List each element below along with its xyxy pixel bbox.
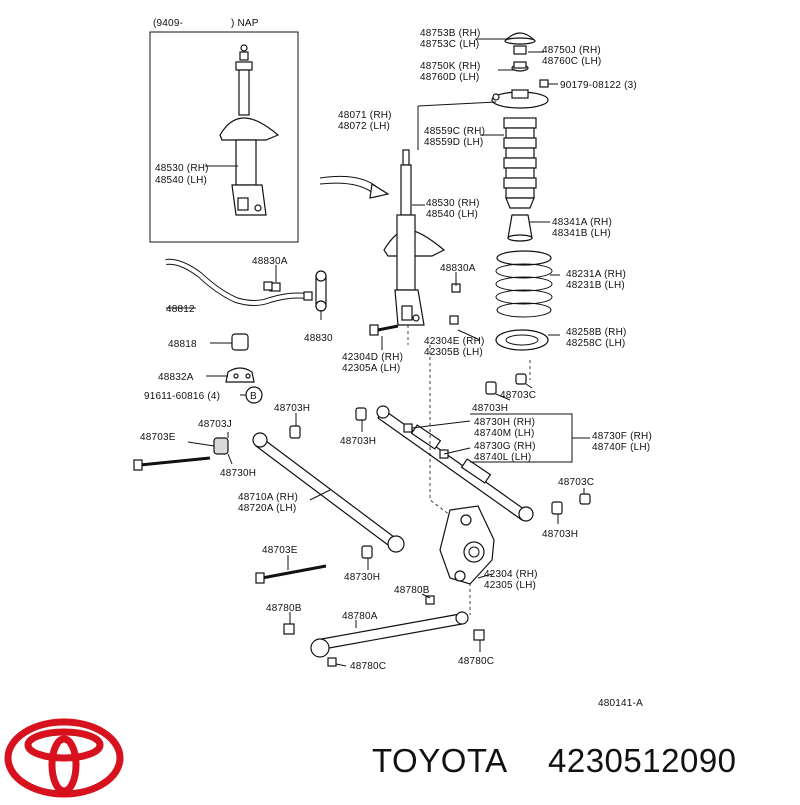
inset-title-right: ) NAP: [231, 18, 259, 29]
transfer-arrow: [319, 175, 379, 189]
brand-name: TOYOTA: [372, 742, 508, 779]
inset-title-left: (9409-: [153, 18, 183, 29]
spring-insulator: [495, 329, 549, 351]
lower-arm-48780A: [283, 611, 485, 667]
label-48830A-left: 48830A: [252, 256, 288, 267]
lateral-link-48710A: [252, 432, 405, 553]
label-48753C: 48753C (LH): [420, 39, 479, 50]
strut-bolts: [263, 281, 461, 336]
label-48740L: 48740L (LH): [474, 452, 531, 463]
strut-rod-48730G: [376, 405, 534, 522]
label-48730F: 48730F (RH): [592, 431, 652, 442]
stabilizer-bar: [165, 258, 327, 312]
inset-label-48540: 48540 (LH): [155, 175, 207, 186]
label-42305: 42305 (LH): [484, 580, 536, 591]
label-48830: 48830: [304, 333, 333, 344]
label-48231B: 48231B (LH): [566, 280, 625, 291]
toyota-logo-icon: [4, 718, 124, 798]
label-48730H-rh: 48730H (RH): [474, 417, 535, 428]
label-48703E-bottom: 48703E: [262, 545, 298, 556]
label-48740M: 48740M (LH): [474, 428, 535, 439]
inset-frame: [149, 31, 299, 243]
top-mount-parts: [491, 32, 549, 242]
label-48703J: 48703J: [198, 419, 232, 430]
label-42304D: 42304D (RH): [342, 352, 403, 363]
label-48780C-left: 48780C: [350, 661, 386, 672]
label-48540: 48540 (LH): [426, 209, 478, 220]
label-48703H-topleft: 48703H: [274, 403, 310, 414]
label-48703C-right: 48703C: [558, 477, 594, 488]
label-42304: 42304 (RH): [484, 569, 538, 580]
label-42304E: 42304E (RH): [424, 336, 485, 347]
label-48703H-top: 48703H: [472, 403, 508, 414]
coil-spring: [495, 250, 553, 318]
label-48780A: 48780A: [342, 611, 378, 622]
label-48730H-left: 48730H: [220, 468, 256, 479]
label-48730G: 48730G (RH): [474, 441, 536, 452]
label-42305A: 42305A (LH): [342, 363, 400, 374]
label-48760D: 48760D (LH): [420, 72, 479, 83]
label-90179-08122: 90179-08122 (3): [560, 80, 637, 91]
label-48780B-center: 48780B: [394, 585, 430, 596]
main-strut: [383, 149, 446, 345]
knuckle-42304: [439, 505, 495, 585]
label-48559C: 48559C (RH): [424, 126, 485, 137]
label-48072: 48072 (LH): [338, 121, 390, 132]
label-48753B: 48753B (RH): [420, 28, 481, 39]
label-48530: 48530 (RH): [426, 198, 480, 209]
bushing-bracket: B: [225, 333, 263, 404]
label-48750J: 48750J (RH): [542, 45, 601, 56]
label-48341A: 48341A (RH): [552, 217, 612, 228]
callout-b-letter: B: [250, 391, 257, 402]
label-48258C: 48258C (LH): [566, 338, 625, 349]
label-48760C: 48760C (LH): [542, 56, 601, 67]
label-48231A: 48231A (RH): [566, 269, 626, 280]
label-48780C-right: 48780C: [458, 656, 494, 667]
label-48703H-mid: 48703H: [340, 436, 376, 447]
bushings: [213, 373, 591, 605]
label-48830A-right: 48830A: [440, 263, 476, 274]
inset-label-48530: 48530 (RH): [155, 163, 209, 174]
label-48341B: 48341B (LH): [552, 228, 611, 239]
label-48812: 48812: [166, 304, 195, 315]
label-91611-60816: 91611-60816 (4): [144, 391, 220, 402]
label-48750K: 48750K (RH): [420, 61, 481, 72]
dust-boot: [503, 117, 537, 209]
inset-strut-box: (9409- ) NAP 48530 (RH) 48540 (LH): [149, 18, 299, 243]
label-48780B-left: 48780B: [266, 603, 302, 614]
label-48818: 48818: [168, 339, 197, 350]
part-labels: 48753B (RH) 48753C (LH) 48750J (RH) 4876…: [140, 28, 652, 709]
diagram-code: 480141-A: [598, 698, 643, 709]
label-48740F: 48740F (LH): [592, 442, 650, 453]
label-48703E-top: 48703E: [140, 432, 176, 443]
leader-lines: [187, 38, 590, 667]
label-48559D: 48559D (LH): [424, 137, 483, 148]
label-48832A: 48832A: [158, 372, 194, 383]
inset-strut-drawing: [219, 44, 280, 216]
label-48730H-bottom: 48730H: [344, 572, 380, 583]
label-42305B: 42305B (LH): [424, 347, 483, 358]
label-48258B: 48258B (RH): [566, 327, 627, 338]
part-number: 4230512090: [548, 742, 737, 779]
label-48703H-right: 48703H: [542, 529, 578, 540]
label-48071: 48071 (RH): [338, 110, 392, 121]
label-48703C-top: 48703C: [500, 390, 536, 401]
label-48720A: 48720A (LH): [238, 503, 296, 514]
label-48710A: 48710A (RH): [238, 492, 298, 503]
